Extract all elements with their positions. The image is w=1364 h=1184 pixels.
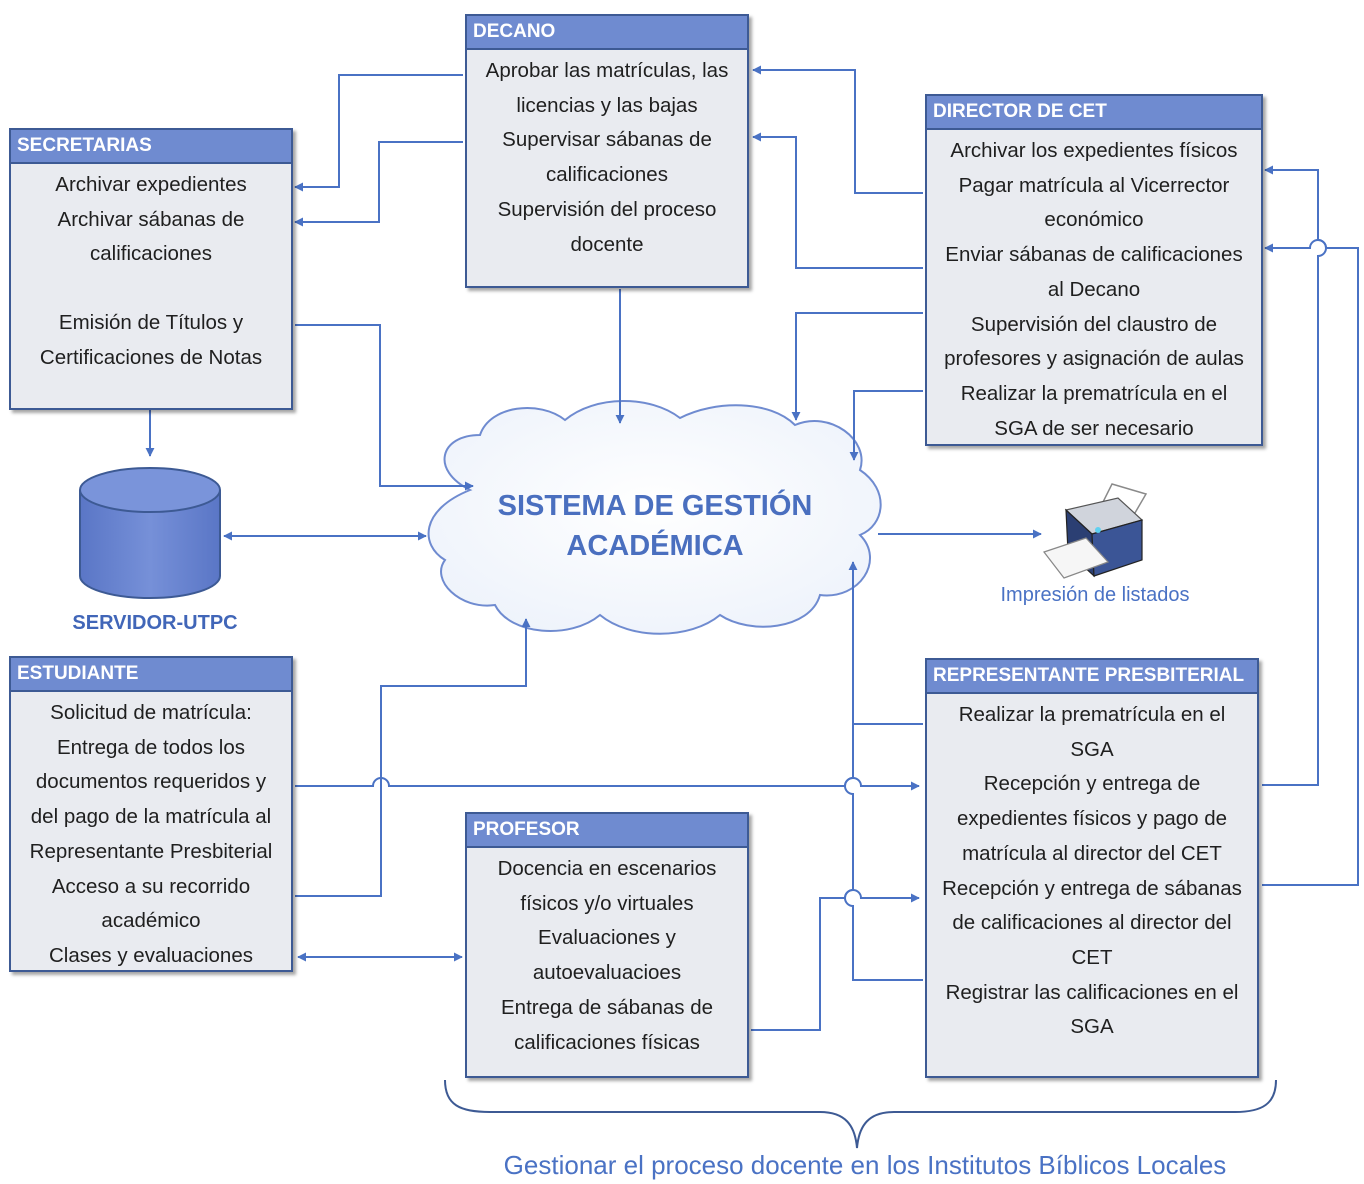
representante-item: Recepción y entrega de sábanas de califi… [942, 876, 1242, 969]
connector-estudiante-system [295, 618, 531, 897]
director-box: DIRECTOR DE CET Archivar los expedientes… [925, 94, 1263, 446]
estudiante-item: Acceso a su recorrido académico [51, 874, 251, 933]
connector-decano-secretarias-2 [294, 141, 463, 227]
decano-title: DECANO [467, 16, 747, 50]
representante-box: REPRESENTANTE PRESBITERIAL Realizar la p… [925, 658, 1259, 1078]
representante-title: REPRESENTANTE PRESBITERIAL [927, 660, 1257, 694]
secretarias-box: SECRETARIAS Archivar expedientes Archiva… [9, 128, 293, 410]
connector-decano-secretarias-1 [294, 74, 463, 192]
representante-body: Realizar la prematrícula en el SGA Recep… [927, 694, 1257, 1076]
connector-secretarias-system [295, 324, 474, 491]
director-body: Archivar los expedientes físicos Pagar m… [927, 130, 1261, 446]
connector-estudiante-representante [295, 777, 920, 791]
profesor-item: Evaluaciones y autoevaluacioes [532, 926, 682, 985]
estudiante-body: Solicitud de matrícula: Entrega de todos… [11, 692, 291, 974]
decano-box: DECANO Aprobar las matrículas, las licen… [465, 14, 749, 288]
representante-item: Recepción y entrega de expedientes físic… [956, 772, 1228, 865]
representante-item: Registrar las calificaciones en el SGA [945, 980, 1239, 1039]
director-title: DIRECTOR DE CET [927, 96, 1261, 130]
decano-item: Supervisión del proceso docente [497, 197, 717, 256]
decano-body: Aprobar las matrículas, las licencias y … [467, 50, 747, 286]
profesor-item: Docencia en escenarios físicos y/o virtu… [497, 857, 717, 915]
server-label: SERVIDOR-UTPC [72, 612, 238, 634]
director-item: Supervisión del claustro de profesores y… [944, 312, 1244, 371]
director-item: Pagar matrícula al Vicerrector económico [958, 173, 1230, 232]
profesor-title: PROFESOR [467, 814, 747, 848]
estudiante-item: Solicitud de matrícula: Entrega de todos… [29, 701, 273, 863]
director-item: Enviar sábanas de calificaciones al Deca… [945, 243, 1243, 301]
connector-director-system-1 [791, 312, 923, 421]
decano-item: Supervisar sábanas de calificaciones [502, 128, 712, 187]
printer-icon [1043, 483, 1148, 579]
representante-item: Realizar la prematrícula en el SGA [958, 703, 1226, 761]
secretarias-item: Archivar expedientes [55, 173, 247, 196]
group-brace [444, 1079, 1277, 1149]
profesor-item: Entrega de sábanas de calificaciones fís… [501, 995, 713, 1054]
estudiante-item: Clases y evaluaciones [49, 943, 253, 967]
connector-representante-director-1 [1262, 165, 1327, 786]
decano-item: Aprobar las matrículas, las licencias y … [485, 59, 729, 117]
connector-profesor-representante [751, 889, 920, 1031]
director-item: Archivar los expedientes físicos [950, 139, 1238, 162]
director-item: Realizar la prematrícula en el SGA de se… [960, 381, 1228, 440]
secretarias-item: Emisión de Títulos y Certificaciones de … [39, 311, 263, 369]
footer-caption: Gestionar el proceso docente en los Inst… [503, 1150, 1227, 1180]
system-cloud-shape [427, 400, 882, 635]
database-icon [79, 467, 221, 599]
connector-director-decano-1 [752, 65, 923, 194]
estudiante-title: ESTUDIANTE [11, 658, 291, 692]
connector-representante-director-2 [1262, 239, 1359, 886]
secretarias-title: SECRETARIAS [11, 130, 291, 164]
printer-label: Impresión de listados [1000, 584, 1190, 606]
estudiante-box: ESTUDIANTE Solicitud de matrícula: Entre… [9, 656, 293, 972]
connector-director-decano-2 [752, 132, 923, 269]
profesor-box: PROFESOR Docencia en escenarios físicos … [465, 812, 749, 1078]
secretarias-item: Archivar sábanas de calificaciones [57, 207, 245, 266]
system-label: SISTEMA DE GESTIÓN ACADÉMICA [497, 490, 813, 562]
connector-director-system-2 [849, 390, 923, 461]
secretarias-body: Archivar expedientes Archivar sábanas de… [11, 164, 291, 408]
profesor-body: Docencia en escenarios físicos y/o virtu… [467, 848, 747, 1076]
connector-representante-system [844, 561, 923, 981]
